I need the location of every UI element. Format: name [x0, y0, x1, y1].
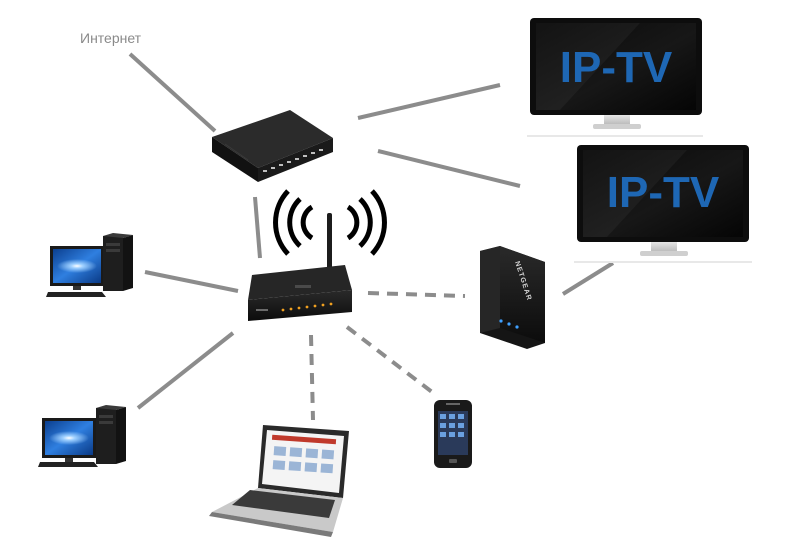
- wireless-router-phone: [345, 325, 434, 394]
- tv-top-label: IP-TV: [560, 43, 673, 92]
- tv-top-device: IP-TV: [527, 18, 703, 137]
- wire-router-pc2: [136, 331, 235, 410]
- laptop-device: [209, 425, 349, 537]
- tv-bottom-device: IP-TV: [574, 145, 752, 263]
- desktop-pc-1-device: [46, 233, 133, 297]
- wire-adapter-tv-bottom: [561, 261, 615, 296]
- wire-router-pc1: [144, 270, 239, 293]
- wire-modem-tv-top: [357, 83, 501, 120]
- smartphone-device: [434, 400, 472, 468]
- wire-internet-modem: [128, 52, 217, 133]
- connections: [128, 52, 615, 421]
- wire-modem-tv-bottom: [377, 149, 521, 188]
- router-device: [248, 189, 387, 321]
- wifi-signal-icon: [273, 189, 387, 256]
- internet-label: Интернет: [80, 30, 142, 46]
- wireless-router-adapter: [367, 291, 466, 298]
- wireless-router-laptop: [309, 334, 315, 421]
- desktop-pc-2-device: [38, 405, 126, 467]
- wire-modem-router: [253, 196, 262, 259]
- netgear-adapter-device: NETGEAR: [480, 246, 545, 349]
- tv-bottom-label: IP-TV: [607, 168, 720, 217]
- modem-device: [212, 110, 333, 182]
